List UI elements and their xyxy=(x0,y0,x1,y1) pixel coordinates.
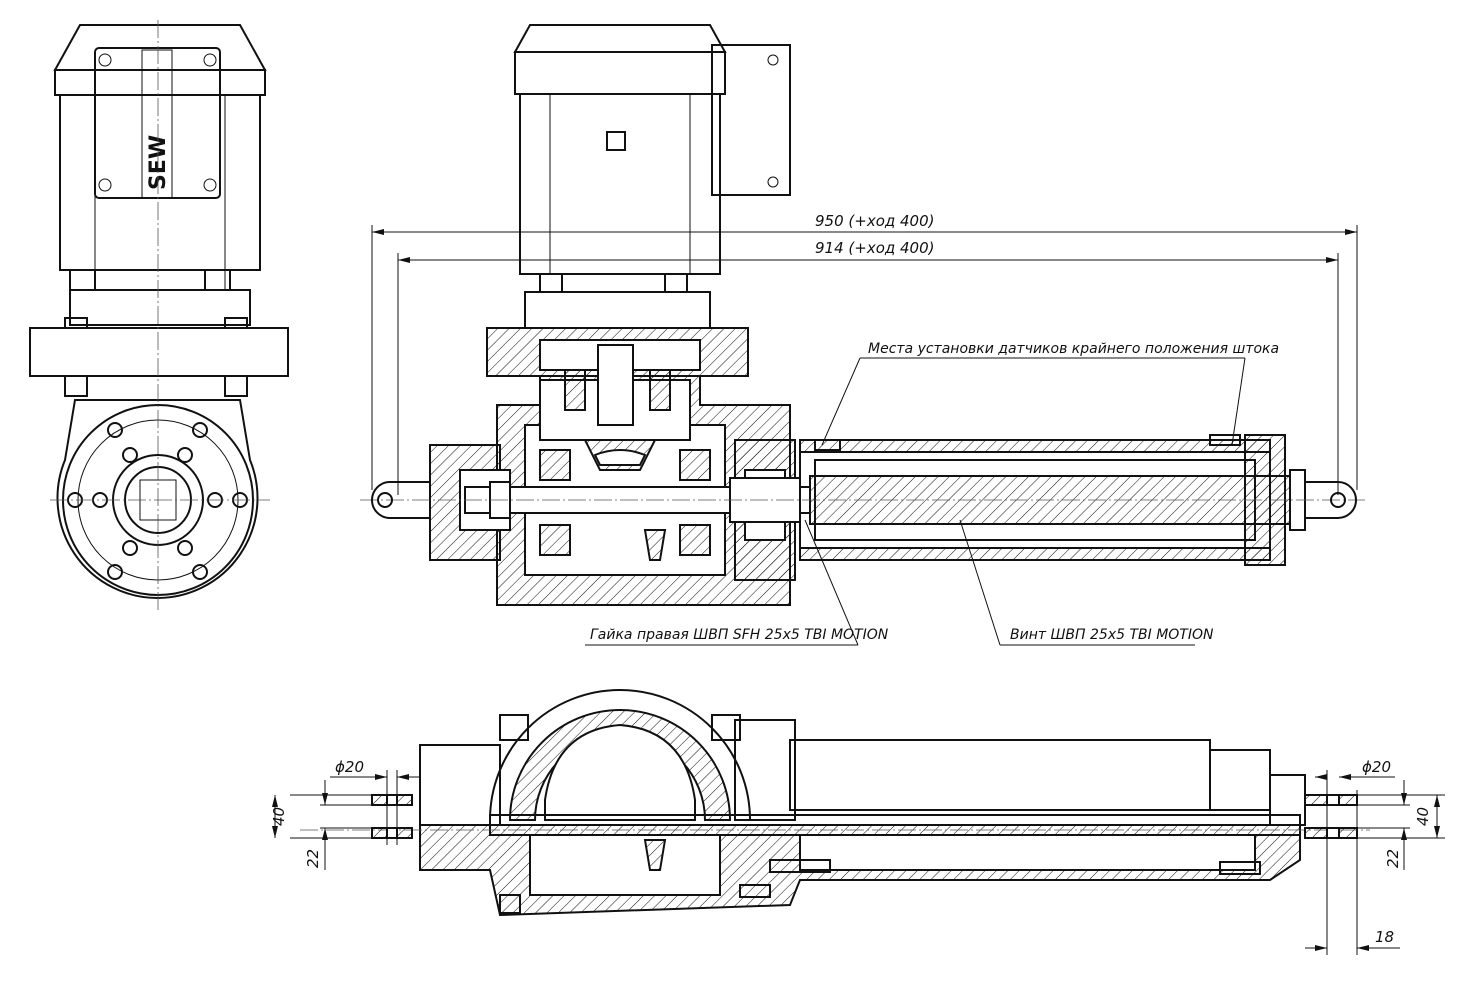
clevis-left: ϕ20 40 22 xyxy=(270,758,420,870)
eye-thickness-label: 18 xyxy=(1375,928,1394,946)
dimension-914: 914 (+ход 400) xyxy=(397,239,1339,495)
clevis-right: ϕ20 40 22 18 xyxy=(1304,758,1445,955)
left-width-label: 40 xyxy=(270,807,288,826)
left-slot-label: 22 xyxy=(304,849,322,868)
sew-logo: SEW xyxy=(146,135,171,190)
dimension-914-label: 914 (+ход 400) xyxy=(815,239,935,257)
top-section-view: ϕ20 40 22 ϕ20 40 22 18 xyxy=(270,689,1445,955)
right-slot-label: 22 xyxy=(1384,849,1402,868)
right-width-label: 40 xyxy=(1414,807,1432,826)
right-diameter-label: ϕ20 xyxy=(1362,758,1391,776)
cylinder-tube xyxy=(799,434,1306,566)
callout-sensors-label: Места установки датчиков крайнего положе… xyxy=(868,341,1279,357)
callout-ball-nut: Гайка правая ШВП SFH 25x5 TBI MOTION xyxy=(585,519,889,646)
callout-sensors: Места установки датчиков крайнего положе… xyxy=(821,341,1279,446)
dimension-950-label: 950 (+ход 400) xyxy=(815,212,935,230)
callout-ball-nut-label: Гайка правая ШВП SFH 25x5 TBI MOTION xyxy=(590,627,889,643)
front-section-view: 950 (+ход 400) 914 (+ход 400) Места уста… xyxy=(360,24,1365,646)
left-diameter-label: ϕ20 xyxy=(335,758,364,776)
callout-ball-screw: Винт ШВП 25x5 TBI MOTION xyxy=(959,519,1214,646)
motor-dome xyxy=(489,689,751,821)
side-view: SEW xyxy=(29,20,289,610)
ball-screw xyxy=(360,475,1365,525)
gearbox-section xyxy=(429,344,796,606)
callout-ball-screw-label: Винт ШВП 25x5 TBI MOTION xyxy=(1010,627,1214,643)
top-section-body xyxy=(419,814,1301,917)
rod-eye-left xyxy=(371,481,430,519)
flange-side xyxy=(29,327,289,377)
dimension-950: 950 (+ход 400) xyxy=(371,212,1358,490)
motor-side: SEW xyxy=(53,24,267,326)
gear-housing-side xyxy=(56,399,259,599)
motor-front xyxy=(513,24,791,329)
